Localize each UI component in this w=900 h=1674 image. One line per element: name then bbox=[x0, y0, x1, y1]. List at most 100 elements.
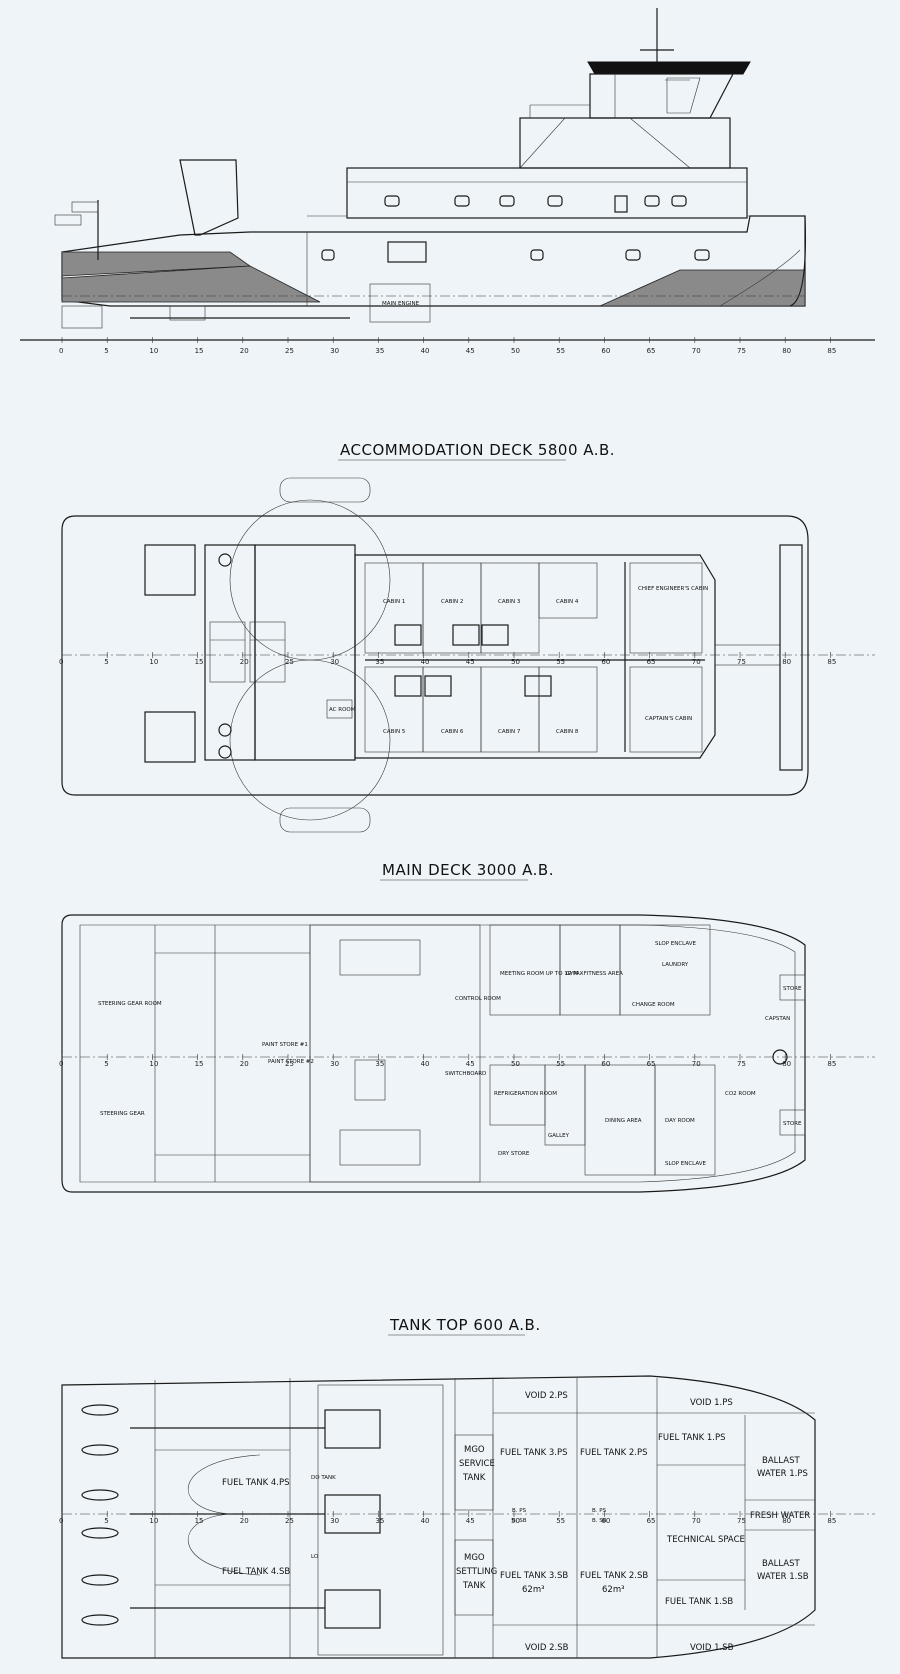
day-room-label: DAY ROOM bbox=[665, 1118, 695, 1124]
cabin-4-label: CABIN 4 bbox=[556, 599, 579, 605]
capstan-label: CAPSTAN bbox=[765, 1016, 790, 1022]
galley-label: GALLEY bbox=[548, 1133, 570, 1139]
frame-number: 0 bbox=[59, 658, 63, 666]
frame-number: 5 bbox=[104, 658, 108, 666]
frame-number: 45 bbox=[466, 658, 475, 666]
do-tank-label: DO TANK bbox=[311, 1475, 336, 1481]
accommodation-deckhouse bbox=[346, 167, 748, 219]
technical-space-label: TECHNICAL SPACE bbox=[666, 1535, 745, 1545]
wheelhouse bbox=[589, 73, 734, 119]
cabin-1-label: CABIN 1 bbox=[383, 599, 405, 605]
laundry-label: LAUNDRY bbox=[662, 962, 689, 968]
frame-number: 25 bbox=[285, 1517, 294, 1525]
frame-number: 50 bbox=[511, 1060, 520, 1068]
frame-number: 50 bbox=[511, 347, 520, 355]
void-2-sb-label: VOID 2.SB bbox=[525, 1643, 569, 1653]
refrigeration-room-label: REFRIGERATION ROOM bbox=[494, 1091, 557, 1097]
frame-number: 55 bbox=[556, 1060, 565, 1068]
frame-number: 15 bbox=[195, 1517, 204, 1525]
frame-number: 80 bbox=[782, 1517, 791, 1525]
slop-sb-label: SLOP ENCLAVE bbox=[665, 1161, 707, 1167]
cabins-sb: CABIN 5 CABIN 6 CABIN 7 CABIN 8 bbox=[364, 666, 598, 753]
frame-number: 75 bbox=[737, 347, 746, 355]
frame-number: 5 bbox=[104, 347, 108, 355]
rudder-icon bbox=[81, 1614, 119, 1626]
frame-number: 10 bbox=[149, 347, 158, 355]
frame-number: 15 bbox=[195, 1060, 204, 1068]
accommodation-block bbox=[354, 554, 716, 759]
ballast-sb-label-2: WATER 1.SB bbox=[757, 1572, 809, 1582]
frame-number: 25 bbox=[285, 658, 294, 666]
void-1-ps-label: VOID 1.PS bbox=[690, 1398, 733, 1408]
frame-number: 70 bbox=[692, 658, 701, 666]
dry-store-label: DRY STORE bbox=[498, 1151, 530, 1157]
frame-number: 35 bbox=[375, 658, 384, 666]
fuel-tank-4-sb-label: FUEL TANK 4.SB bbox=[222, 1567, 290, 1577]
captain-cabin-label: CAPTAIN'S CABIN bbox=[645, 716, 692, 722]
mgo-settling-label-2: SETTLING bbox=[456, 1567, 497, 1577]
cabin-5-label: CABIN 5 bbox=[383, 729, 406, 735]
accommodation-deck-title: ACCOMMODATION DECK 5800 A.B. bbox=[340, 441, 615, 459]
frame-number: 30 bbox=[330, 1060, 339, 1068]
ballast-sb-label-1: BALLAST bbox=[762, 1559, 801, 1569]
frame-number: 55 bbox=[556, 1517, 565, 1525]
main-deck-plan: STEERING GEAR ROOM STEERING GEAR PAINT S… bbox=[59, 914, 875, 1193]
frame-number: 50 bbox=[511, 658, 520, 666]
frame-number: 40 bbox=[421, 347, 430, 355]
ballast-ps-label-1: BALLAST bbox=[762, 1456, 801, 1466]
main-engine-label: MAIN ENGINE bbox=[382, 301, 420, 307]
frame-number: 25 bbox=[285, 1060, 294, 1068]
slop-ps-label: SLOP ENCLAVE bbox=[655, 941, 697, 947]
frame-number: 20 bbox=[240, 347, 249, 355]
frame-number: 0 bbox=[59, 347, 63, 355]
cabin-2-label: CABIN 2 bbox=[441, 599, 463, 605]
gym-label: GYM - FITNESS AREA bbox=[566, 971, 623, 977]
frame-number: 75 bbox=[737, 1060, 746, 1068]
lo-tank-label: LO bbox=[311, 1554, 319, 1560]
rudder-icon bbox=[81, 1527, 119, 1539]
rudder-icon bbox=[81, 1404, 119, 1416]
main-engine-outline bbox=[369, 283, 431, 323]
lifeboat-ps bbox=[279, 477, 371, 503]
frame-number: 70 bbox=[692, 347, 701, 355]
frame-number: 45 bbox=[466, 1517, 475, 1525]
frame-number: 15 bbox=[195, 347, 204, 355]
frame-number: 75 bbox=[737, 1517, 746, 1525]
fuel-tank-2-sb-label: FUEL TANK 2.SB bbox=[580, 1571, 648, 1581]
frame-number: 85 bbox=[827, 1060, 836, 1068]
frame-number: 10 bbox=[149, 1517, 158, 1525]
rudder-icon bbox=[81, 1444, 119, 1456]
frame-number: 10 bbox=[149, 658, 158, 666]
frame-number: 65 bbox=[647, 347, 656, 355]
frame-number: 40 bbox=[421, 658, 430, 666]
frame-number: 45 bbox=[466, 1060, 475, 1068]
frame-number: 30 bbox=[330, 1517, 339, 1525]
frame-number: 75 bbox=[737, 658, 746, 666]
wheelhouse-roof bbox=[587, 61, 751, 75]
frame-number: 40 bbox=[421, 1060, 430, 1068]
control-room-label: CONTROL ROOM bbox=[455, 996, 501, 1002]
frame-number: 40 bbox=[421, 1517, 430, 1525]
meeting-room-label: MEETING ROOM UP TO 10 PAX bbox=[500, 971, 584, 977]
accommodation-deck-plan: CABIN 1 CABIN 2 CABIN 3 CABIN 4 CABIN 5 … bbox=[59, 477, 875, 833]
fuel-tank-3-sb-volume: 62m³ bbox=[522, 1585, 545, 1595]
frame-number: 85 bbox=[827, 347, 836, 355]
frame-number: 45 bbox=[466, 347, 475, 355]
ac-room-label: AC ROOM bbox=[329, 707, 356, 713]
void-2-ps-label: VOID 2.PS bbox=[525, 1391, 568, 1401]
mgo-service-label-2: SERVICE bbox=[459, 1459, 495, 1469]
chief-engineer-cabin-label: CHIEF ENGINEER'S CABIN bbox=[638, 586, 708, 592]
frame-number: 55 bbox=[556, 658, 565, 666]
fresh-water-label: FRESH WATER bbox=[750, 1511, 810, 1521]
store-ps-label: STORE bbox=[783, 986, 802, 992]
frame-number: 20 bbox=[240, 1060, 249, 1068]
paint-store-2-label: PAINT STORE #2 bbox=[268, 1059, 314, 1065]
engine-room bbox=[309, 924, 481, 1183]
main-deck-title: MAIN DECK 3000 A.B. bbox=[382, 861, 554, 879]
bow-bulwark-grating bbox=[779, 544, 803, 771]
frame-number: 15 bbox=[195, 658, 204, 666]
cabin-6-label: CABIN 6 bbox=[441, 729, 464, 735]
bunker-sb-label-1: B. SB bbox=[512, 1518, 527, 1524]
